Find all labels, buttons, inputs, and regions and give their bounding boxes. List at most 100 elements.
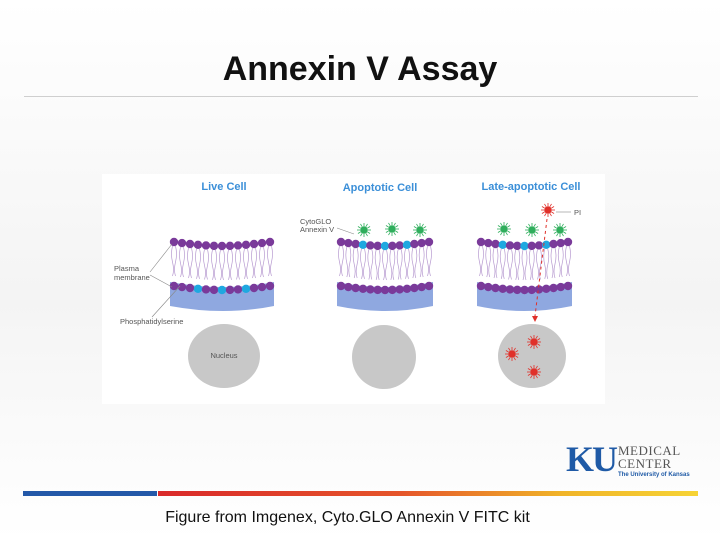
- lipid-head: [534, 285, 544, 294]
- annexin-v-marker-ray: [561, 223, 564, 227]
- slide-title: Annexin V Assay: [222, 50, 498, 88]
- annexin-v-marker-ray: [528, 233, 531, 237]
- pi-arrowhead: [532, 316, 538, 322]
- lipid-head: [209, 285, 219, 295]
- lipid-tail: [246, 248, 249, 279]
- lipid-head: [410, 283, 419, 293]
- lipid-tail: [206, 249, 209, 280]
- pi-marker: [508, 350, 516, 358]
- lipid-head: [424, 281, 434, 291]
- lipid-head: [513, 241, 522, 251]
- lipid-head: [177, 238, 187, 248]
- annexin-v-marker-ray: [365, 223, 368, 227]
- lipid-head: [344, 238, 353, 248]
- lipid-head: [225, 241, 235, 251]
- lipid-head: [351, 239, 360, 249]
- lipid-tail: [536, 249, 539, 280]
- lipid-tail: [488, 246, 492, 278]
- pi-marker-ray: [535, 375, 538, 379]
- pi-marker: [530, 368, 538, 376]
- lipid-tail: [543, 248, 547, 279]
- lipid-head: [476, 237, 486, 247]
- lipid-head: [336, 237, 346, 247]
- lipid-tail: [396, 249, 400, 280]
- live-cell-membrane: [169, 237, 275, 311]
- lipid-head: [233, 241, 243, 250]
- lipid-head: [484, 238, 493, 248]
- pi-marker-ray: [530, 365, 533, 369]
- annexin-v-marker-ray: [533, 233, 536, 237]
- lipid-tail: [187, 247, 190, 279]
- annexin-v-marker-ray: [563, 226, 567, 229]
- lipid-head: [476, 281, 486, 291]
- pi-marker-ray: [549, 213, 552, 217]
- lipid-tail: [492, 247, 496, 279]
- lipid-head: [549, 239, 558, 249]
- pi-marker-ray: [513, 347, 516, 351]
- annexin-v-marker-ray: [535, 231, 539, 234]
- lipid-head: [265, 281, 275, 291]
- lipid-head: [484, 282, 493, 292]
- pi-marker-ray: [515, 350, 519, 353]
- header-apoptotic-cell: Apoptotic Cell: [343, 182, 418, 194]
- lipid-head: [395, 241, 404, 250]
- lipid-head: [534, 241, 544, 250]
- nucleus-label: Nucleus: [210, 351, 237, 360]
- lipid-head: [366, 285, 375, 294]
- lipid-tail: [195, 248, 198, 279]
- lipid-tail: [377, 249, 381, 280]
- lipid-tail: [230, 249, 233, 280]
- annexin-v-marker-ray: [507, 225, 511, 228]
- lipid-head: [556, 238, 565, 248]
- pi-marker-ray: [541, 206, 545, 209]
- lipid-head: [491, 283, 500, 293]
- pi-marker-ray: [530, 375, 533, 379]
- lipid-head: [542, 284, 551, 294]
- lipid-tail: [203, 249, 206, 280]
- annexin-v-marker-ray: [556, 223, 559, 227]
- pi-marker-ray: [527, 343, 531, 346]
- lipid-tail: [182, 246, 185, 278]
- phosphatidylserine-head: [217, 285, 227, 295]
- lipid-head: [241, 240, 251, 250]
- phosphatidylserine-pointer: [151, 285, 181, 318]
- lipid-head: [505, 285, 515, 294]
- annexin-v-marker: [388, 225, 396, 233]
- lipid-head: [417, 282, 426, 292]
- lipid-head: [373, 285, 382, 295]
- lipid-head: [380, 285, 390, 295]
- annexin-v-marker-ray: [556, 233, 559, 237]
- annexin-v-marker-ray: [357, 231, 361, 234]
- annexin-v-marker-ray: [393, 222, 396, 226]
- annexin-v-marker-ray: [357, 226, 361, 229]
- pi-marker-ray: [530, 345, 533, 349]
- annexin-v-marker-ray: [525, 226, 529, 229]
- annexin-v-marker-ray: [413, 226, 417, 229]
- lipid-head: [193, 240, 203, 250]
- lipid-head: [366, 241, 375, 250]
- lipid-head: [410, 239, 419, 249]
- annexin-v-marker: [500, 225, 508, 233]
- lipid-head: [201, 285, 211, 294]
- title-divider: [24, 96, 698, 97]
- lipid-tail: [521, 249, 525, 281]
- annexin-v-marker-ray: [497, 225, 501, 228]
- annexin-diagram: Live Cell Apoptotic Cell Late-apoptotic …: [102, 174, 605, 404]
- lipid-tail: [407, 248, 410, 279]
- header-late-apoptotic-cell: Late-apoptotic Cell: [481, 181, 580, 193]
- annexin-v-marker-ray: [423, 226, 427, 229]
- lipid-head: [257, 238, 267, 248]
- lipid-head: [505, 241, 515, 250]
- pi-marker-ray: [549, 203, 552, 207]
- lipid-tail: [485, 246, 489, 278]
- lipid-tail: [404, 248, 407, 279]
- annexin-v-marker-ray: [500, 222, 503, 226]
- lipid-head: [217, 241, 227, 251]
- lipid-tail: [219, 249, 222, 281]
- phosphatidylserine-head: [380, 241, 390, 251]
- pi-marker-ray: [541, 211, 545, 214]
- pi-marker-ray: [551, 211, 555, 214]
- annexin-diagram-svg: Live Cell Apoptotic Cell Late-apoptotic …: [114, 181, 581, 389]
